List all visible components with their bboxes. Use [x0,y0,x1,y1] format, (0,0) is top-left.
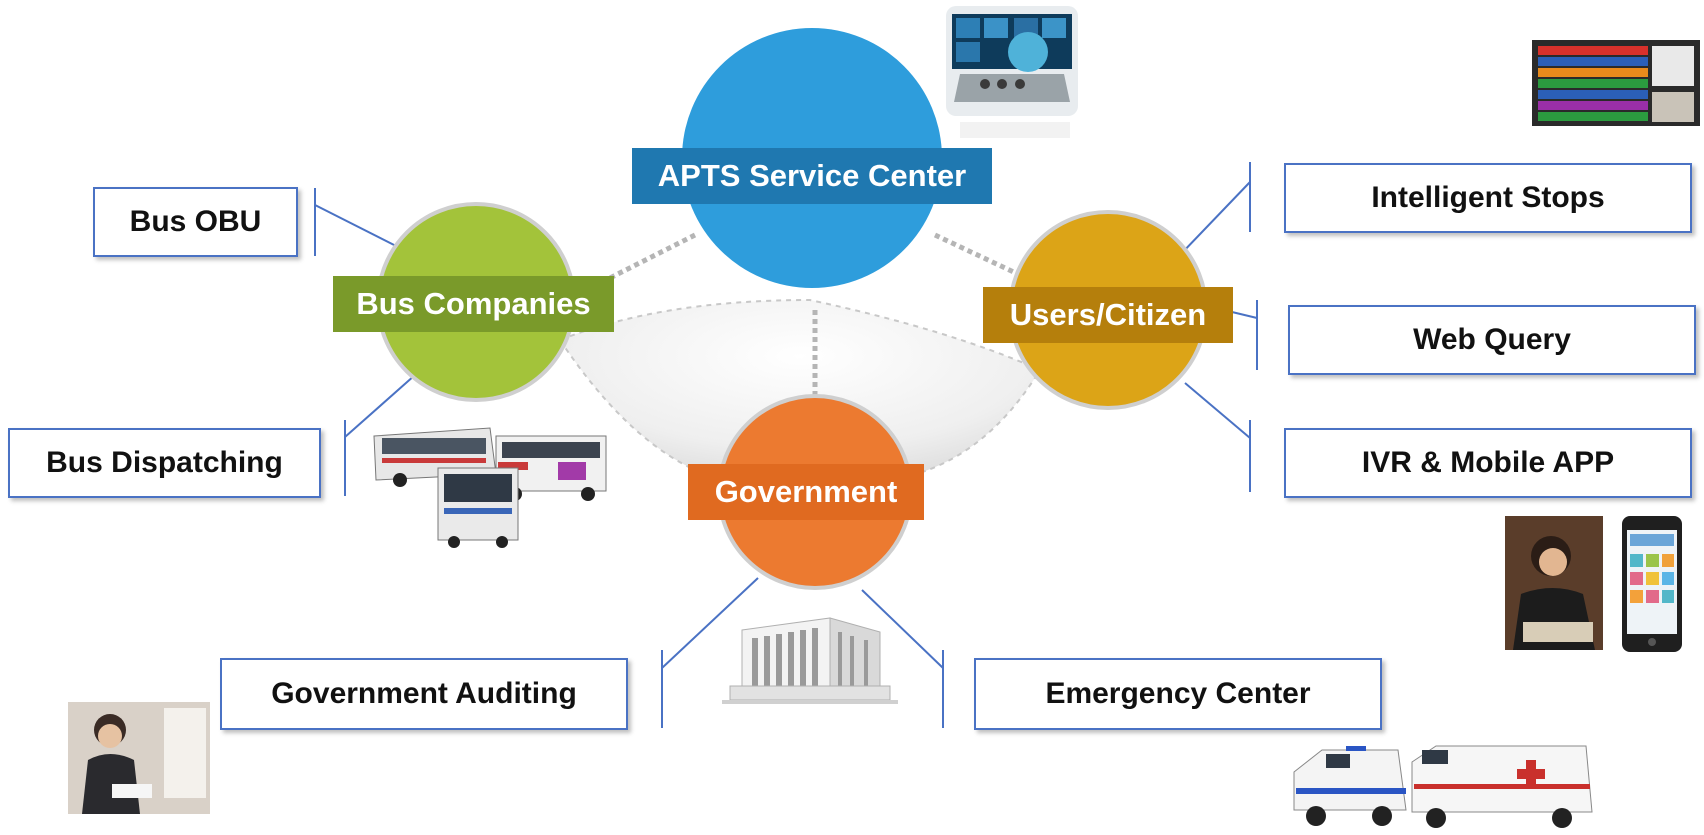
auditor-photo [68,702,210,814]
ivr-mobile-box: IVR & Mobile APP [1284,428,1692,498]
bus-dispatching-box: Bus Dispatching [8,428,321,498]
service-center-label: APTS Service Center [632,148,992,204]
smartphone-app-image [1620,514,1684,654]
connector-intelligent-stops [1179,181,1251,256]
connector-bus-dispatching [344,374,416,438]
connector-bus-obu [314,204,401,249]
connector-ivr [1184,382,1251,439]
bus-obu-box: Bus OBU [93,187,298,257]
users-label: Users/Citizen [983,287,1233,343]
bus-companies-label: Bus Companies [333,276,614,332]
connector-emergency [861,589,944,669]
connectors [314,162,1258,728]
link-service-users [933,232,1022,278]
intelligent-stops-box: Intelligent Stops [1284,163,1692,233]
hub-links [598,232,1022,400]
bus-stop-display-image [1532,40,1700,130]
connector-web-query [1231,311,1258,319]
control-room-image [940,4,1084,144]
connector-gov-auditing [661,577,759,669]
ambulances-image [1286,740,1600,835]
web-query-box: Web Query [1288,305,1696,375]
emergency-center-box: Emergency Center [974,658,1382,730]
government-building-image [720,610,898,706]
buses-image [370,418,610,548]
link-service-bus [598,232,697,286]
government-label: Government [688,464,924,520]
gov-auditing-box: Government Auditing [220,658,628,730]
phone-call-photo [1505,516,1603,650]
